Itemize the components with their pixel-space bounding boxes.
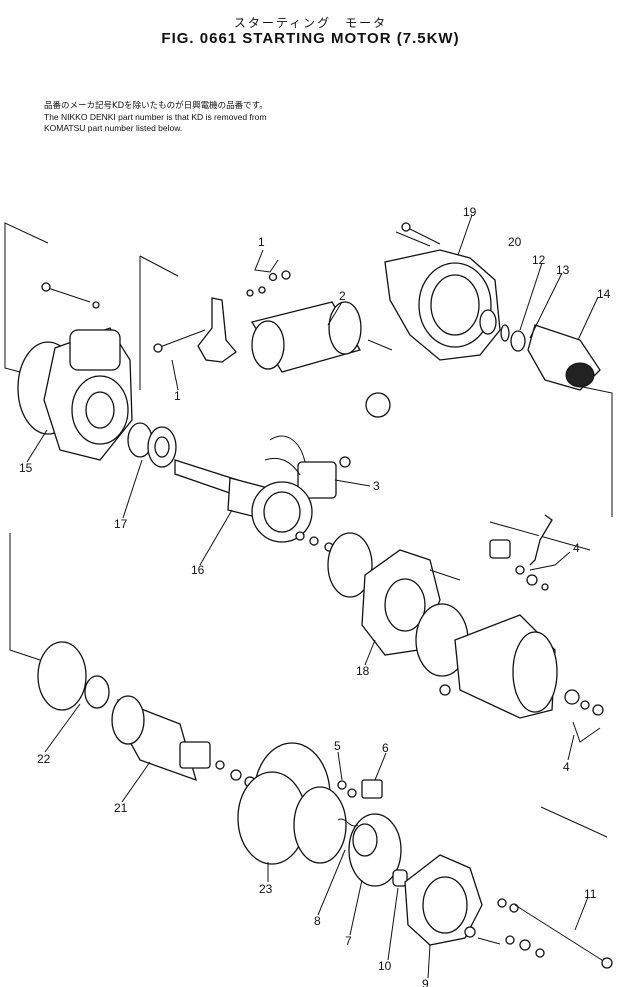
callout-23: 23: [259, 882, 273, 896]
part-pinion-group: [479, 309, 601, 391]
part-2-solenoid: [250, 301, 393, 418]
callout-17: 17: [114, 517, 128, 531]
part-4-terminal-lower: [572, 721, 601, 743]
callout-16: 16: [191, 563, 205, 577]
diagram-title: FIG. 0661 STARTING MOTOR (7.5KW): [161, 30, 460, 47]
callout-19: 19: [463, 205, 477, 219]
callout-9: 9: [422, 977, 429, 987]
callout-22: 22: [37, 752, 51, 766]
callout-13: 13: [556, 263, 570, 277]
part-bolts-top-left: [41, 282, 100, 309]
diagram-title-japanese: スターティング モータ: [233, 16, 388, 30]
part-4-terminal-upper: [489, 514, 553, 591]
callout-20: 20: [508, 235, 522, 249]
part-22-o-ring: [37, 641, 87, 711]
part-19-drive-housing: [384, 222, 501, 361]
part-17-bearing: [127, 422, 177, 468]
callout-1-top: 1: [258, 235, 265, 249]
callout-7: 7: [345, 934, 352, 948]
part-15-front-housing: [17, 327, 133, 461]
callout-21: 21: [114, 801, 128, 815]
callout-labels: 1 1 2 3 4 4 5 6 7 8 9 10 11 12 13 14 15 …: [19, 205, 611, 987]
callout-4-lower: 4: [563, 760, 570, 774]
part-23-field-coil: [237, 742, 347, 865]
callout-leaders: [26, 214, 599, 979]
callout-4-upper: 4: [573, 541, 580, 555]
part-11-through-bolt: [477, 904, 613, 969]
part-21-armature: [84, 675, 256, 788]
callout-8: 8: [314, 914, 321, 928]
callout-3: 3: [373, 479, 380, 493]
callout-18: 18: [356, 664, 370, 678]
callout-11: 11: [584, 887, 597, 901]
note-japanese: 品番のメーカ記号KDを除いたものが日興電機の品番です。: [44, 101, 268, 111]
callout-10: 10: [378, 959, 392, 973]
callout-5: 5: [334, 739, 341, 753]
part-10-bearing: [392, 869, 408, 887]
callout-1-lower: 1: [174, 389, 181, 403]
part-16-drive-shaft: [174, 459, 334, 552]
note-english-line1: The NIKKO DENKI part number is that KD i…: [44, 112, 267, 122]
o-ring-upper: [327, 532, 373, 598]
part-9-rear-cover: [404, 854, 519, 946]
part-18-center-bracket: [361, 549, 469, 677]
note-english-line2: KOMATSU part number listed below.: [44, 123, 183, 133]
part-3-terminal-assembly: [264, 435, 351, 499]
part-brush-holder: [337, 779, 402, 887]
callout-14: 14: [597, 287, 611, 301]
callout-6: 6: [382, 741, 389, 755]
callout-12: 12: [532, 253, 546, 267]
callout-2: 2: [339, 289, 346, 303]
callout-15: 15: [19, 461, 33, 475]
part-yoke: [439, 614, 604, 719]
part-1-shift-lever: [153, 270, 291, 363]
